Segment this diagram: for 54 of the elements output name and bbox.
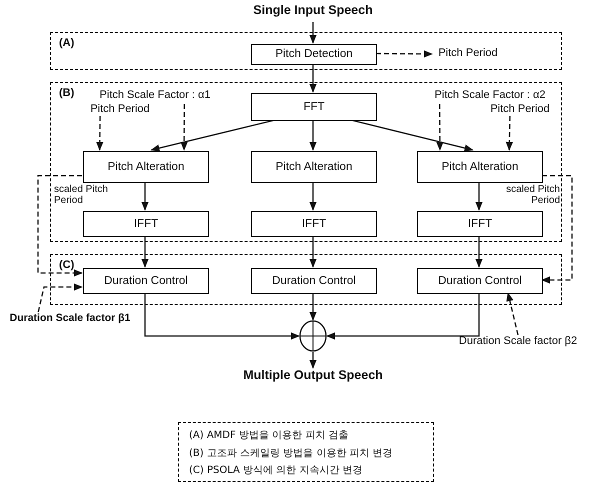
process-box: Duration Control: [83, 268, 209, 294]
dashed-region: [50, 32, 562, 70]
process-box: Duration Control: [251, 268, 377, 294]
region-label: (C): [59, 259, 74, 271]
process-box: FFT: [251, 93, 377, 121]
output-label: Pitch Period: [433, 47, 503, 63]
arrow: [309, 293, 317, 321]
note-line: (C) PSOLA 방식에 의한 지속시간 변경: [189, 464, 364, 478]
arrow: [326, 293, 480, 340]
dashed-region: [50, 254, 562, 305]
process-box: IFFT: [251, 211, 377, 237]
arrow: [309, 22, 317, 44]
parameter-label: Pitch Scale Factor : α1: [93, 89, 217, 105]
arrow: [309, 236, 317, 268]
parameter-label: Pitch Period: [85, 103, 155, 117]
dashed-arrow: [541, 174, 573, 284]
process-box: Pitch Alteration: [417, 151, 543, 183]
process-box: Pitch Alteration: [83, 151, 209, 183]
arrow: [475, 182, 483, 211]
arrow: [475, 236, 483, 268]
region-label: (A): [59, 37, 74, 49]
process-box: IFFT: [417, 211, 543, 237]
input-label: Single Input Speech: [236, 3, 390, 22]
output-label: Multiple Output Speech: [234, 368, 392, 387]
arrow: [309, 182, 317, 211]
dashed-arrow: [180, 104, 188, 151]
arrow: [309, 352, 317, 369]
arrow: [309, 64, 317, 93]
note-line: (A) AMDF 방법을 이용한 피치 검출: [189, 429, 350, 443]
parameter-label: Duration Scale factor β1: [1, 312, 139, 331]
note-box: [178, 422, 434, 482]
note-line: (B) 고조파 스케일링 방법을 이용한 피치 변경: [189, 446, 394, 460]
process-box: Pitch Detection: [251, 44, 377, 65]
process-box: Pitch Alteration: [251, 151, 377, 183]
process-box: IFFT: [83, 211, 209, 237]
arrow: [141, 236, 149, 268]
dashed-region: [50, 82, 562, 242]
arrow: [141, 182, 149, 211]
dashed-arrow: [38, 283, 83, 312]
parameter-label: Duration Scale factor β2: [448, 335, 588, 354]
dashed-arrow: [376, 50, 433, 58]
process-box: Duration Control: [417, 268, 543, 294]
region-label: (B): [59, 87, 74, 99]
arrow: [350, 119, 474, 152]
dashed-arrow: [506, 116, 514, 151]
arrow: [150, 119, 276, 152]
parameter-label: Pitch Scale Factor : α2: [425, 89, 555, 105]
dashed-arrow: [506, 292, 519, 336]
arrow: [309, 120, 317, 151]
arrow: [144, 293, 300, 340]
dashed-arrow: [436, 104, 444, 151]
parameter-label: Pitch Period: [485, 103, 555, 117]
dashed-arrow: [37, 174, 83, 277]
dashed-arrow: [96, 116, 104, 151]
